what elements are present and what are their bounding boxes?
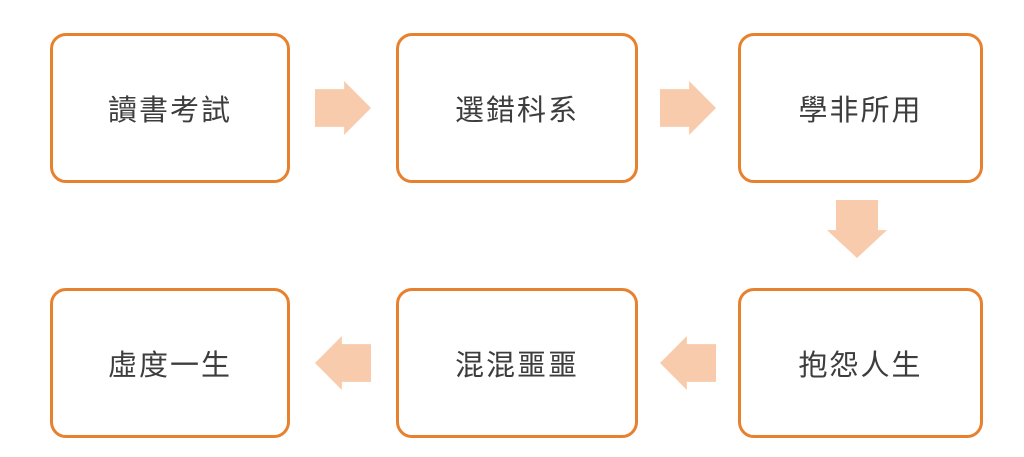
flow-node-6: 虛度一生 <box>50 288 290 438</box>
flow-node-4-label: 抱怨人生 <box>798 350 923 382</box>
flow-node-4: 抱怨人生 <box>738 288 983 438</box>
flow-node-3: 學非所用 <box>738 33 983 183</box>
flow-node-5: 混混噩噩 <box>396 288 638 438</box>
flow-node-1: 讀書考試 <box>50 33 290 183</box>
flow-node-6-label: 虛度一生 <box>107 350 232 382</box>
arrow-right-icon <box>660 81 716 135</box>
arrow-left-icon <box>315 336 371 390</box>
arrow-right-icon <box>315 81 371 135</box>
arrow-left-icon <box>660 336 716 390</box>
flow-node-2-label: 選錯科系 <box>454 95 579 127</box>
flow-node-5-label: 混混噩噩 <box>454 350 579 382</box>
flow-node-1-label: 讀書考試 <box>107 95 232 127</box>
flow-node-2: 選錯科系 <box>396 33 638 183</box>
arrow-down-icon <box>827 200 887 258</box>
flow-node-3-label: 學非所用 <box>798 95 923 127</box>
